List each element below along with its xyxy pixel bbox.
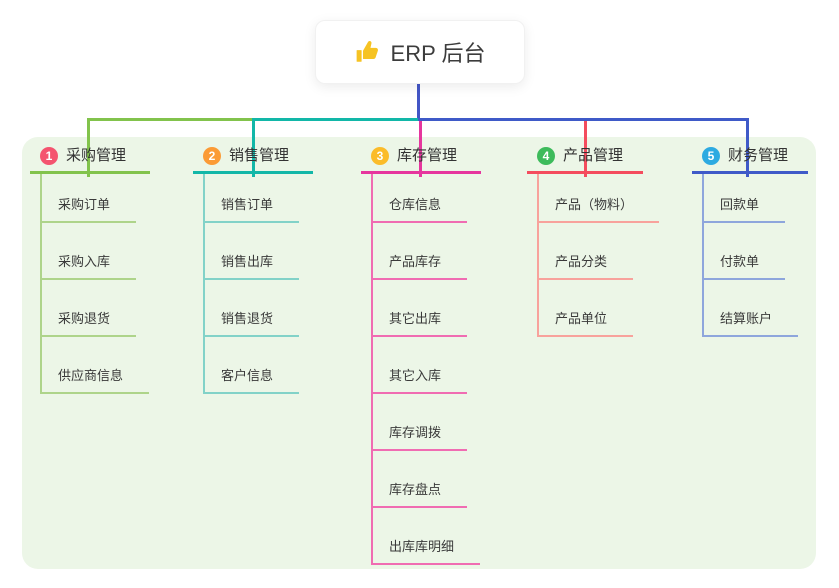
child-node[interactable]: 库存盘点 bbox=[373, 451, 468, 508]
child-node[interactable]: 产品分类 bbox=[539, 223, 634, 280]
child-node[interactable]: 产品单位 bbox=[539, 280, 634, 337]
child-node[interactable]: 供应商信息 bbox=[42, 337, 150, 394]
branch2-connector-line bbox=[252, 118, 419, 121]
branch-number-badge: 2 bbox=[203, 146, 221, 165]
branch-children: 产品（物料） 产品分类 产品单位 bbox=[537, 174, 660, 337]
branch-number-badge: 5 bbox=[702, 146, 720, 165]
branch-label: 财务管理 bbox=[728, 147, 789, 164]
child-node[interactable]: 采购退货 bbox=[42, 280, 137, 337]
child-node[interactable]: 销售退货 bbox=[205, 280, 300, 337]
branch-label: 销售管理 bbox=[229, 147, 290, 164]
root-node[interactable]: ERP 后台 bbox=[315, 20, 525, 84]
branch-sales: 2 销售管理 销售订单 销售出库 销售退货 客户信息 bbox=[193, 146, 313, 394]
branch3-drop-line bbox=[419, 121, 422, 177]
child-node[interactable]: 销售订单 bbox=[205, 174, 300, 223]
branch-children: 销售订单 销售出库 销售退货 客户信息 bbox=[203, 174, 313, 394]
branch-header[interactable]: 1 采购管理 bbox=[30, 146, 150, 174]
branch1-connector-line bbox=[87, 118, 253, 121]
branch-header[interactable]: 3 库存管理 bbox=[361, 146, 481, 174]
child-node[interactable]: 产品（物料） bbox=[539, 174, 660, 223]
child-node[interactable]: 回款单 bbox=[704, 174, 786, 223]
branch-number-badge: 1 bbox=[40, 146, 58, 165]
branch-label: 采购管理 bbox=[66, 147, 127, 164]
branch-children: 采购订单 采购入库 采购退货 供应商信息 bbox=[40, 174, 150, 394]
branch-number-badge: 4 bbox=[537, 146, 555, 165]
thumbs-up-icon bbox=[355, 39, 381, 65]
branch4-drop-line bbox=[584, 121, 587, 177]
branch2-drop-line bbox=[252, 118, 255, 177]
branch-header[interactable]: 4 产品管理 bbox=[527, 146, 643, 174]
child-node[interactable]: 出库库明细 bbox=[373, 508, 481, 565]
child-node[interactable]: 付款单 bbox=[704, 223, 786, 280]
branch-number-badge: 3 bbox=[371, 146, 389, 165]
branch-inventory: 3 库存管理 仓库信息 产品库存 其它出库 其它入库 库存调拨 库存盘点 出库库… bbox=[361, 146, 481, 565]
child-node[interactable]: 采购订单 bbox=[42, 174, 137, 223]
branch-header[interactable]: 5 财务管理 bbox=[692, 146, 808, 174]
branch-label: 库存管理 bbox=[397, 147, 458, 164]
root-label: ERP 后台 bbox=[390, 41, 486, 66]
branch5-connector-line bbox=[418, 118, 749, 121]
branches-panel bbox=[22, 137, 816, 569]
child-node[interactable]: 结算账户 bbox=[704, 280, 799, 337]
child-node[interactable]: 仓库信息 bbox=[373, 174, 468, 223]
branch5-drop-line bbox=[746, 118, 749, 177]
child-node[interactable]: 其它出库 bbox=[373, 280, 468, 337]
child-node[interactable]: 采购入库 bbox=[42, 223, 137, 280]
child-node[interactable]: 销售出库 bbox=[205, 223, 300, 280]
branch-product: 4 产品管理 产品（物料） 产品分类 产品单位 bbox=[527, 146, 660, 337]
branch-label: 产品管理 bbox=[563, 147, 624, 164]
branch-procurement: 1 采购管理 采购订单 采购入库 采购退货 供应商信息 bbox=[30, 146, 150, 394]
branch-header[interactable]: 2 销售管理 bbox=[193, 146, 313, 174]
child-node[interactable]: 其它入库 bbox=[373, 337, 468, 394]
branch-children: 仓库信息 产品库存 其它出库 其它入库 库存调拨 库存盘点 出库库明细 bbox=[371, 174, 481, 565]
root-connector-line bbox=[417, 82, 420, 121]
branch1-drop-line bbox=[87, 118, 90, 177]
child-node[interactable]: 库存调拨 bbox=[373, 394, 468, 451]
child-node[interactable]: 客户信息 bbox=[205, 337, 300, 394]
child-node[interactable]: 产品库存 bbox=[373, 223, 468, 280]
branch-finance: 5 财务管理 回款单 付款单 结算账户 bbox=[692, 146, 808, 337]
branch-children: 回款单 付款单 结算账户 bbox=[702, 174, 808, 337]
